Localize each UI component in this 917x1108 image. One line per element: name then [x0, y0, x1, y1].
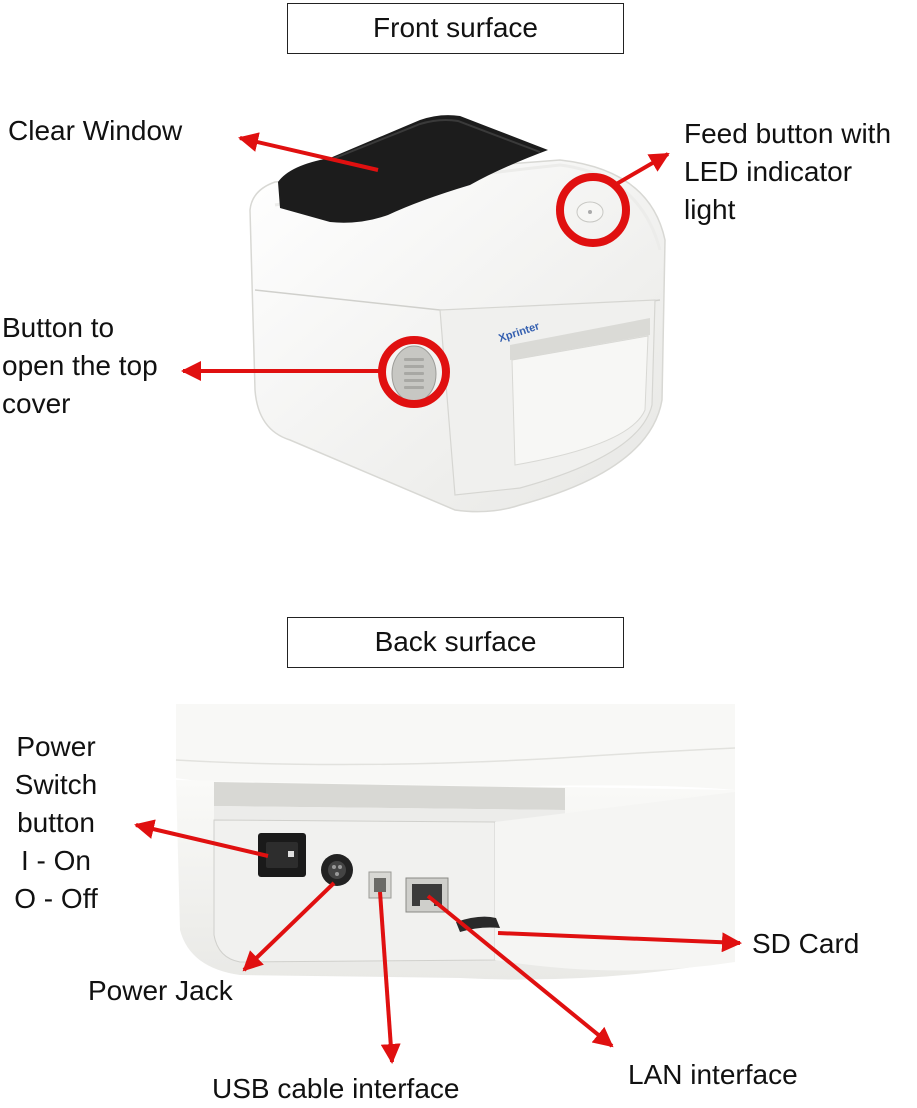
- power-jack-arrow: [242, 881, 336, 972]
- clear-window: [278, 115, 548, 223]
- clear-window-arrow: [238, 132, 379, 172]
- label-open-cover-line-3: cover: [2, 388, 71, 419]
- label-power-switch-line-4: I - On: [20, 845, 91, 876]
- front-surface-title: Front surface: [287, 3, 624, 54]
- label-power-switch-line-3: button: [17, 807, 95, 838]
- label-clear-window: Clear Window: [8, 115, 183, 146]
- front-printer: Xprinter: [249, 115, 666, 513]
- label-feed-button-line-2: LED indicator: [684, 156, 853, 187]
- label-open-cover-line-1: Button to: [2, 312, 115, 343]
- back-surface-title: Back surface: [287, 617, 624, 668]
- label-power-switch-line-5: O - Off: [14, 883, 98, 914]
- label-feed-button: Feed button with LED indicator light: [684, 115, 891, 229]
- feed-button-highlight-ring: [556, 173, 630, 247]
- usb-arrow: [378, 891, 401, 1064]
- feed-button-arrow: [611, 152, 670, 188]
- label-feed-button-line-1: Feed button with: [684, 118, 892, 149]
- label-feed-button-line-3: light: [684, 194, 736, 225]
- label-open-cover: Button to open the top cover: [2, 309, 158, 423]
- label-power-switch-line-1: Power: [16, 731, 96, 762]
- label-power-switch-line-2: Switch: [14, 769, 98, 800]
- power-switch-arrow: [134, 819, 269, 858]
- label-open-cover-line-2: open the top: [2, 350, 158, 381]
- label-usb: USB cable interface: [212, 1073, 460, 1104]
- label-power-jack: Power Jack: [88, 975, 233, 1006]
- back-printer: [175, 704, 736, 980]
- sd-card-arrow: [497, 931, 742, 953]
- label-power-switch: Power Switch button I - On O - Off: [0, 728, 112, 918]
- lan-arrow: [426, 894, 614, 1048]
- label-lan: LAN interface: [628, 1059, 798, 1090]
- label-sd-card: SD Card: [752, 928, 860, 959]
